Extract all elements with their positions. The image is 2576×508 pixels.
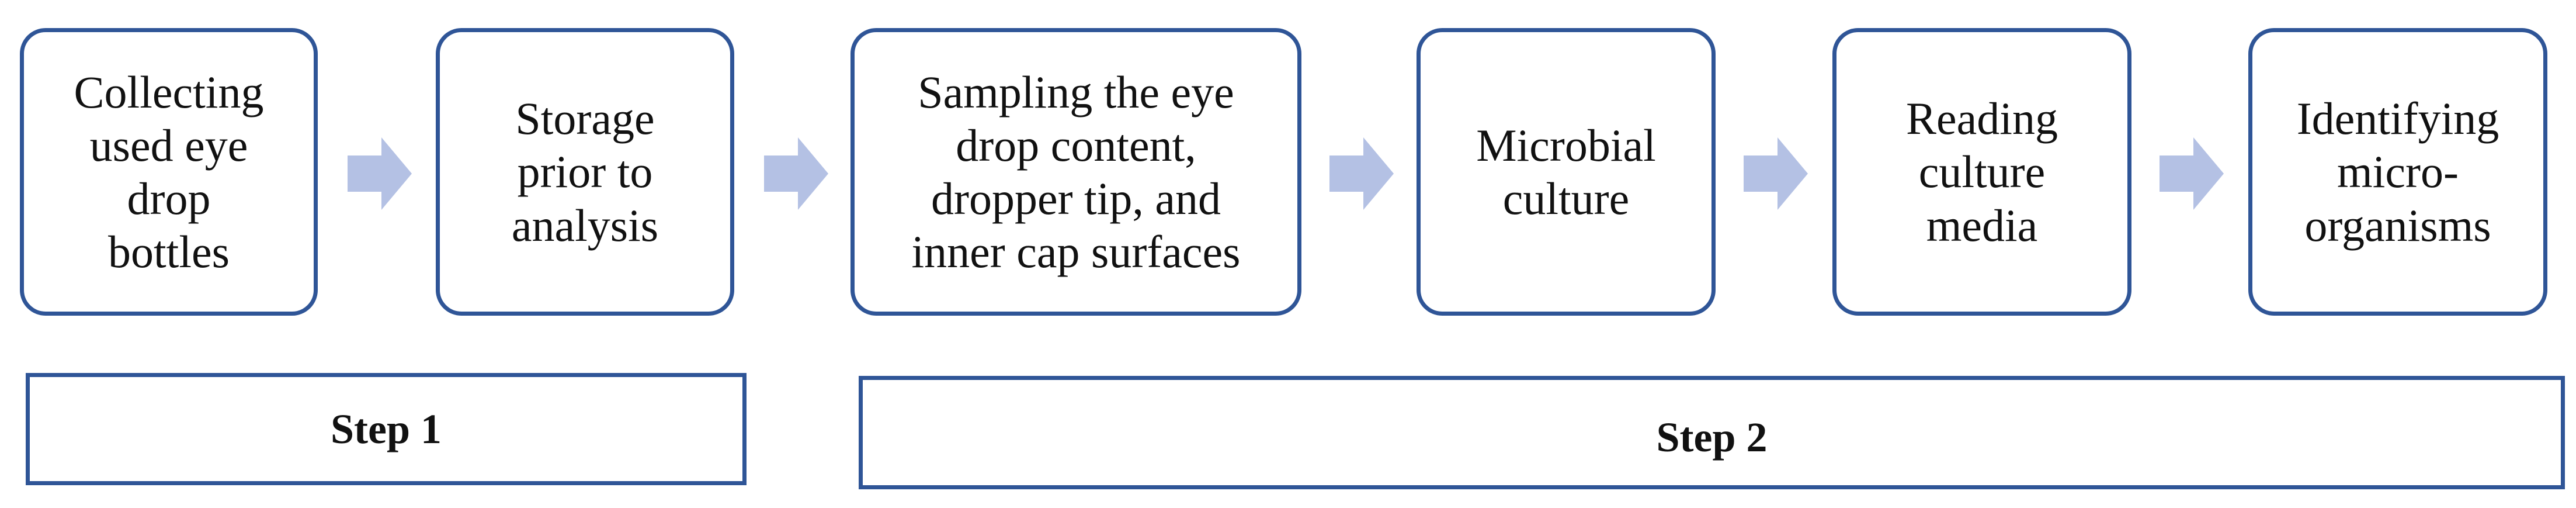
right-arrow-icon (1744, 137, 1808, 210)
right-arrow-icon (2160, 137, 2224, 210)
process-box-label: Storage prior to analysis (511, 93, 659, 251)
process-box-identifying: Identifying micro- organisms (2248, 28, 2547, 316)
step-label: Step 1 (330, 406, 442, 452)
process-box-label: Identifying micro- organisms (2296, 93, 2499, 251)
step-1-bracket: Step 1 (26, 373, 747, 485)
process-box-label: Collecting used eye drop bottles (74, 66, 264, 278)
process-box-collecting-bottles: Collecting used eye drop bottles (20, 28, 318, 316)
right-arrow-icon (764, 137, 828, 210)
process-box-label: Sampling the eye drop content, dropper t… (911, 66, 1241, 278)
right-arrow-icon (348, 137, 412, 210)
step-2-bracket: Step 2 (859, 376, 2565, 489)
process-box-label: Microbial culture (1476, 119, 1656, 224)
process-box-reading-media: Reading culture media (1832, 28, 2131, 316)
process-box-label: Reading culture media (1906, 93, 2058, 251)
right-arrow-icon (1329, 137, 1394, 210)
process-box-microbial-culture: Microbial culture (1417, 28, 1716, 316)
process-box-storage: Storage prior to analysis (436, 28, 734, 316)
step-label: Step 2 (1656, 414, 1768, 461)
process-box-sampling: Sampling the eye drop content, dropper t… (850, 28, 1301, 316)
